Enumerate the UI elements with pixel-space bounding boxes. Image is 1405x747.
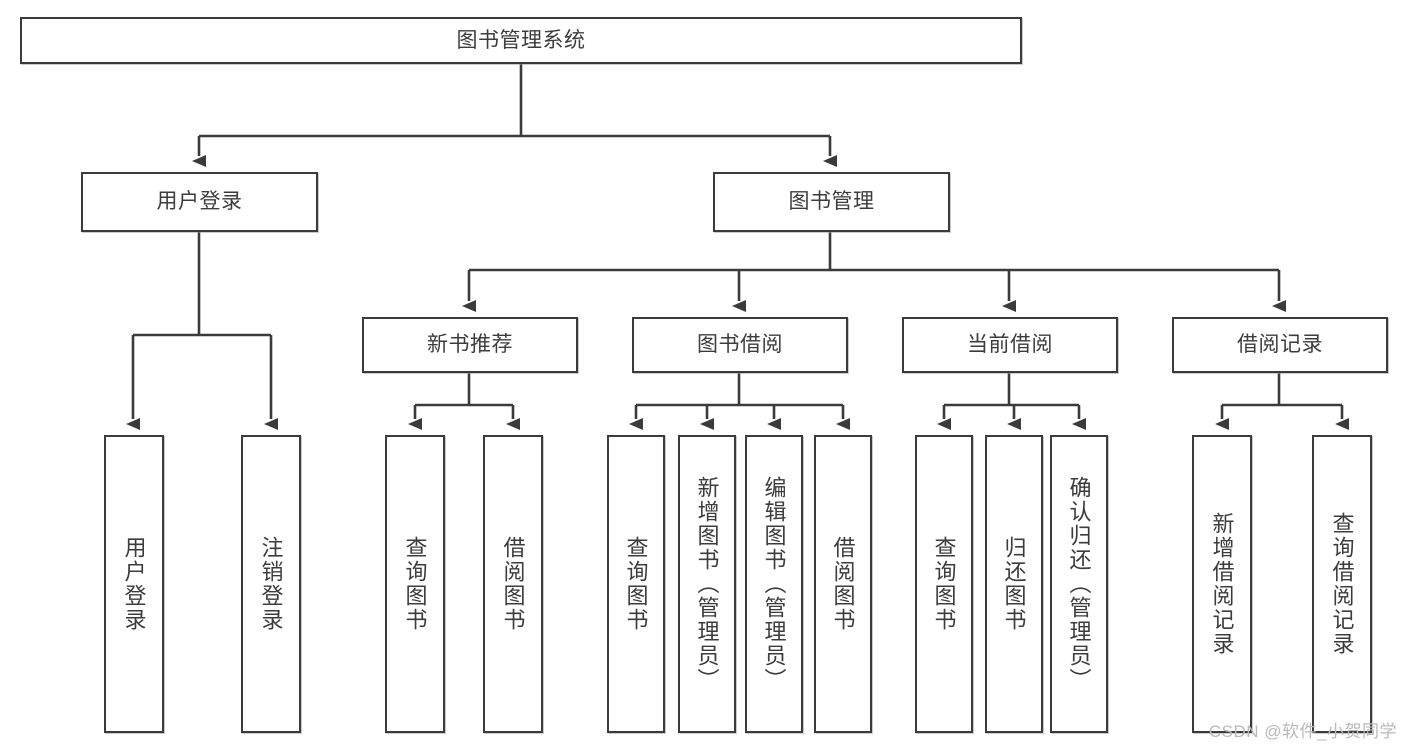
node-leaf-query-book-1[interactable]: 查询图书 [385, 435, 445, 733]
node-borrow-record[interactable]: 借阅记录 [1172, 317, 1388, 373]
node-leaf-edit-book-label: 编辑图书（管理员） [761, 476, 787, 692]
node-leaf-confirm-return-label: 确认归还（管理员） [1066, 476, 1092, 692]
node-book-borrow-label: 图书借阅 [697, 333, 783, 357]
node-leaf-query-record[interactable]: 查询借阅记录 [1312, 435, 1372, 733]
node-leaf-add-book-label: 新增图书（管理员） [694, 476, 720, 692]
node-current-borrow[interactable]: 当前借阅 [902, 317, 1118, 373]
node-leaf-borrow-book-1-label: 借阅图书 [500, 536, 526, 632]
node-book-manage-label: 图书管理 [788, 190, 875, 214]
node-root-label: 图书管理系统 [456, 28, 586, 52]
node-leaf-borrow-book-2-label: 借阅图书 [830, 536, 856, 632]
node-leaf-edit-book[interactable]: 编辑图书（管理员） [745, 435, 803, 733]
node-leaf-query-book-2[interactable]: 查询图书 [607, 435, 665, 733]
node-borrow-record-label: 借阅记录 [1237, 333, 1323, 357]
node-root[interactable]: 图书管理系统 [20, 17, 1022, 64]
watermark-text: CSDN @软件_小贺同学 [1208, 722, 1397, 741]
node-leaf-borrow-book-2[interactable]: 借阅图书 [814, 435, 872, 733]
node-leaf-user-login-label: 用户登录 [121, 536, 147, 632]
node-user-login-label: 用户登录 [156, 190, 243, 214]
node-leaf-add-book[interactable]: 新增图书（管理员） [678, 435, 736, 733]
node-leaf-add-record-label: 新增借阅记录 [1209, 512, 1235, 656]
node-leaf-return-book[interactable]: 归还图书 [985, 435, 1043, 733]
node-book-borrow[interactable]: 图书借阅 [632, 317, 848, 373]
node-leaf-borrow-book-1[interactable]: 借阅图书 [483, 435, 543, 733]
node-leaf-query-book-3[interactable]: 查询图书 [915, 435, 973, 733]
node-user-login[interactable]: 用户登录 [81, 172, 318, 232]
node-leaf-return-book-label: 归还图书 [1001, 536, 1027, 632]
node-leaf-query-book-3-label: 查询图书 [931, 536, 957, 632]
node-leaf-query-book-2-label: 查询图书 [623, 536, 649, 632]
node-current-borrow-label: 当前借阅 [967, 333, 1053, 357]
node-new-book-recommend-label: 新书推荐 [427, 333, 513, 357]
node-leaf-logout-label: 注销登录 [258, 536, 284, 632]
node-leaf-add-record[interactable]: 新增借阅记录 [1192, 435, 1252, 733]
node-leaf-query-book-1-label: 查询图书 [402, 536, 428, 632]
node-leaf-query-record-label: 查询借阅记录 [1329, 512, 1355, 656]
node-leaf-logout[interactable]: 注销登录 [241, 435, 301, 733]
node-leaf-user-login[interactable]: 用户登录 [104, 435, 164, 733]
node-book-manage[interactable]: 图书管理 [713, 172, 950, 232]
node-leaf-confirm-return[interactable]: 确认归还（管理员） [1050, 435, 1108, 733]
node-new-book-recommend[interactable]: 新书推荐 [362, 317, 578, 373]
